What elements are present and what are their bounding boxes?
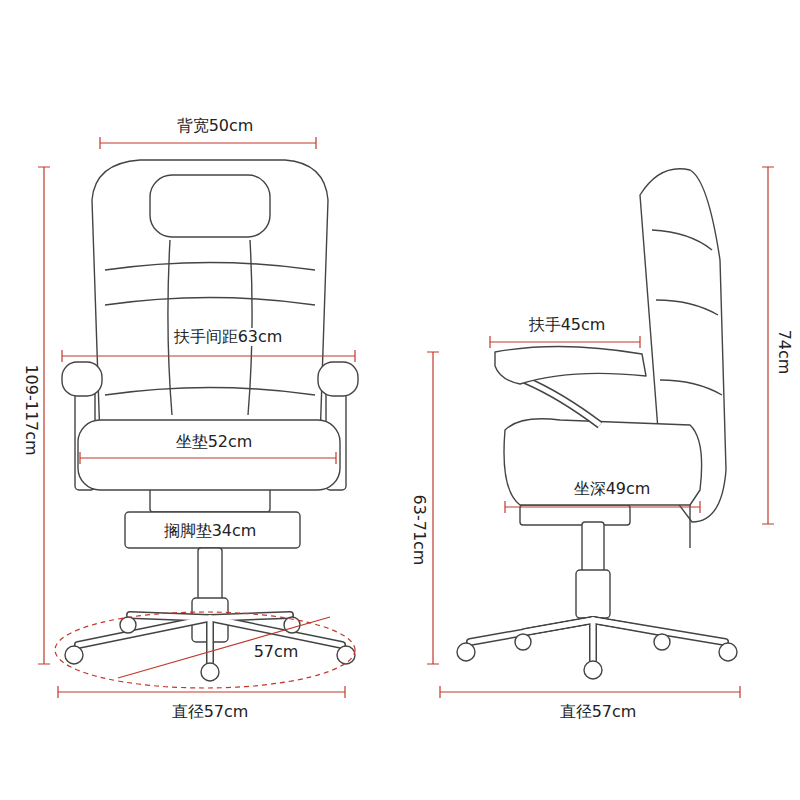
dimension-label: 坐深49cm [571,480,654,498]
dimension-label: 背宽50cm [174,117,257,135]
dimension-label: 搁脚垫34cm [161,522,260,540]
dimension-label: 直径57cm [557,703,640,721]
dimension-label: 坐垫52cm [173,433,256,451]
dimension-label: 直径57cm [169,703,252,721]
dimension-label: 74cm [775,327,793,378]
dimension-label: 63-71cm [410,492,428,569]
dimension-label: 109-117cm [22,361,40,458]
dimension-label: 57cm [251,643,302,661]
dimension-label: 扶手间距63cm [171,328,286,346]
dimension-label: 扶手45cm [526,316,609,334]
